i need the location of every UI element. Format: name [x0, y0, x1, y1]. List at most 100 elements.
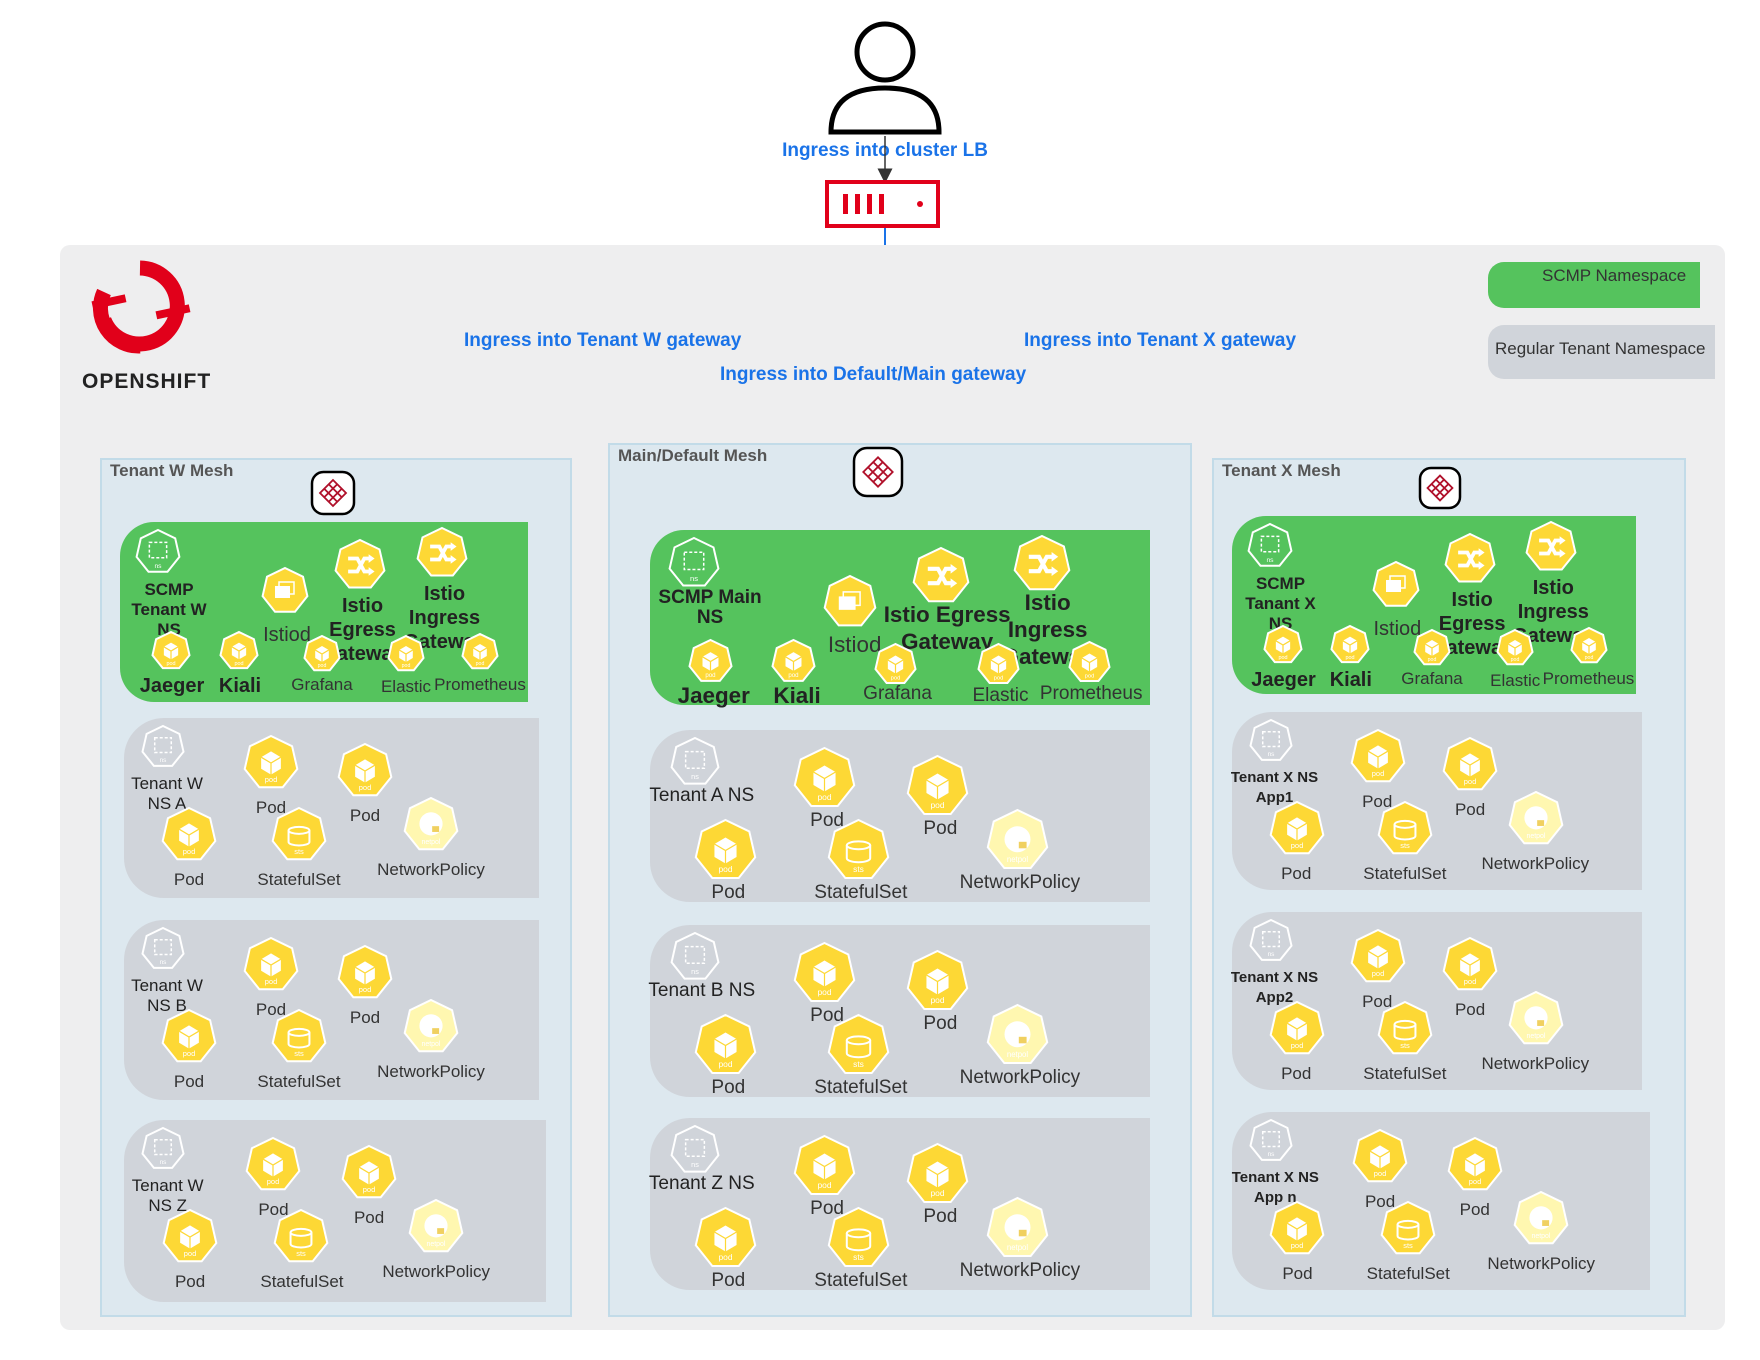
- svg-text:pod: pod: [1511, 657, 1520, 663]
- pod-icon: pod: [161, 1208, 219, 1266]
- svg-text:ns: ns: [160, 757, 167, 764]
- svg-text:pod: pod: [719, 1252, 733, 1262]
- egress-gateway-label: Istio Egress Gateway: [883, 602, 1011, 654]
- ingress-gateway-icon: [1012, 534, 1072, 594]
- pod-icon: pod: [792, 746, 857, 811]
- statefulset-label: StatefulSet: [1363, 1064, 1447, 1083]
- svg-text:ns: ns: [691, 967, 699, 976]
- svg-text:pod: pod: [234, 661, 243, 667]
- statefulset-label: StatefulSet: [814, 882, 908, 903]
- pod-label: Pod: [1281, 1064, 1312, 1083]
- svg-text:sts: sts: [1400, 841, 1410, 850]
- svg-text:pod: pod: [402, 663, 411, 669]
- grafana-pod-icon: pod: [1412, 628, 1452, 668]
- svg-text:sts: sts: [297, 1249, 307, 1258]
- svg-text:pod: pod: [818, 987, 832, 997]
- user-icon: [828, 21, 942, 135]
- svg-text:netpol: netpol: [422, 1041, 441, 1048]
- pod-icon-svg: pod: [907, 1142, 969, 1203]
- grafana-pod-icon: pod: [302, 634, 342, 674]
- pod-label: Pod: [810, 1005, 845, 1026]
- elastic-label: Elastic: [972, 685, 1029, 706]
- statefulset-icon-svg: sts: [271, 806, 327, 861]
- statefulset-icon-svg: sts: [274, 1208, 329, 1263]
- pod-icon: pod: [1268, 1000, 1326, 1058]
- pod-label: Pod: [1281, 864, 1312, 883]
- pod-icon: pod: [1441, 736, 1499, 794]
- tenant-ns-label: Tenant W NS B: [131, 976, 203, 1015]
- ingress-gateway-icon-svg: [416, 526, 468, 577]
- pod-icon-svg: pod: [243, 734, 299, 789]
- networkpolicy-icon: netpol: [407, 1198, 465, 1256]
- legend-scmp-label: SCMP Namespace: [1542, 266, 1687, 285]
- prometheus-pod-icon-svg: pod: [1570, 626, 1608, 664]
- pod-icon: pod: [1349, 928, 1407, 986]
- grafana-pod-icon-svg: pod: [874, 642, 917, 684]
- tenant-ns-label: Tenant Z NS: [648, 1173, 755, 1194]
- tenant-ns-icon-svg: ns: [670, 931, 720, 980]
- pod-icon: pod: [792, 941, 857, 1006]
- svg-text:netpol: netpol: [426, 1241, 445, 1248]
- statefulset-icon-svg: sts: [827, 1206, 890, 1267]
- networkpolicy-label: NetworkPolicy: [959, 1260, 1081, 1281]
- elastic-pod-icon-svg: pod: [977, 642, 1020, 684]
- pod-icon-svg: pod: [337, 742, 393, 797]
- networkpolicy-icon: netpol: [1507, 790, 1565, 848]
- istiod-label: Istiod: [263, 624, 311, 646]
- pod-label: Pod: [349, 1008, 381, 1027]
- jaeger-pod-icon: pod: [687, 638, 734, 685]
- svg-text:pod: pod: [1084, 673, 1094, 679]
- ingress-gateway-icon-svg: [1013, 534, 1070, 591]
- tenant-ns-icon: ns: [1248, 1118, 1294, 1164]
- svg-text:pod: pod: [1291, 1241, 1304, 1250]
- scmp-ns-icon: ns: [134, 528, 182, 576]
- statefulset-label: StatefulSet: [260, 1272, 344, 1291]
- tenant-ns-icon: ns: [140, 926, 186, 972]
- svg-text:pod: pod: [719, 864, 733, 874]
- pod-icon: pod: [1268, 1200, 1326, 1258]
- networkpolicy-icon: netpol: [985, 808, 1050, 873]
- kiali-pod-icon-svg: pod: [771, 638, 816, 682]
- svg-text:pod: pod: [931, 800, 945, 810]
- prometheus-label: Prometheus: [434, 675, 526, 694]
- svg-text:pod: pod: [166, 661, 175, 667]
- pod-icon: pod: [693, 1013, 758, 1078]
- svg-text:sts: sts: [853, 864, 864, 874]
- pod-label: Pod: [810, 1198, 845, 1219]
- jaeger-pod-icon: pod: [150, 630, 192, 672]
- tenant-ns-label: Tenant W NS Z: [131, 1176, 204, 1215]
- tenant-ns-icon: ns: [1248, 718, 1294, 764]
- pod-icon-svg: pod: [793, 941, 856, 1002]
- jaeger-label: Jaeger: [677, 683, 750, 708]
- tenant-namespace: [1232, 1112, 1650, 1290]
- pod-icon-svg: pod: [1350, 928, 1405, 983]
- pod-icon: pod: [1268, 800, 1326, 858]
- tenant-ns-label: Tenant X NS App2: [1230, 969, 1319, 1006]
- networkpolicy-icon-svg: netpol: [1513, 1190, 1569, 1245]
- jaeger-pod-icon: pod: [1262, 624, 1304, 666]
- route-tenant-x-label: Ingress into Tenant X gateway: [1022, 330, 1299, 352]
- pod-icon: pod: [244, 1136, 302, 1194]
- ingress-gateway-icon: [1524, 520, 1578, 574]
- route-tenant-w-label: Ingress into Tenant W gateway: [462, 330, 744, 352]
- tenant-namespace: [1232, 712, 1642, 890]
- statefulset-label: StatefulSet: [1366, 1264, 1450, 1283]
- legend-regular-swatch: [1488, 325, 1715, 379]
- mesh-gateway-icon-svg: [852, 446, 904, 498]
- pod-label: Pod: [255, 798, 287, 817]
- tenant-ns-icon: ns: [140, 724, 186, 770]
- networkpolicy-icon: netpol: [985, 1196, 1050, 1261]
- svg-text:pod: pod: [265, 775, 278, 784]
- kiali-label: Kiali: [773, 683, 821, 708]
- pod-icon-svg: pod: [1269, 1000, 1324, 1055]
- scmp-ns-label: SCMP Tenant W NS: [131, 580, 207, 639]
- pod-icon: pod: [905, 1142, 970, 1207]
- tenant-ns-icon-svg: ns: [670, 736, 720, 785]
- pod-icon-svg: pod: [1443, 936, 1498, 991]
- svg-text:pod: pod: [1464, 977, 1477, 986]
- networkpolicy-label: NetworkPolicy: [377, 860, 485, 879]
- pod-icon-svg: pod: [695, 818, 757, 879]
- svg-text:pod: pod: [1290, 841, 1303, 850]
- tenant-ns-icon-svg: ns: [141, 724, 185, 767]
- statefulset-icon: sts: [270, 1008, 328, 1066]
